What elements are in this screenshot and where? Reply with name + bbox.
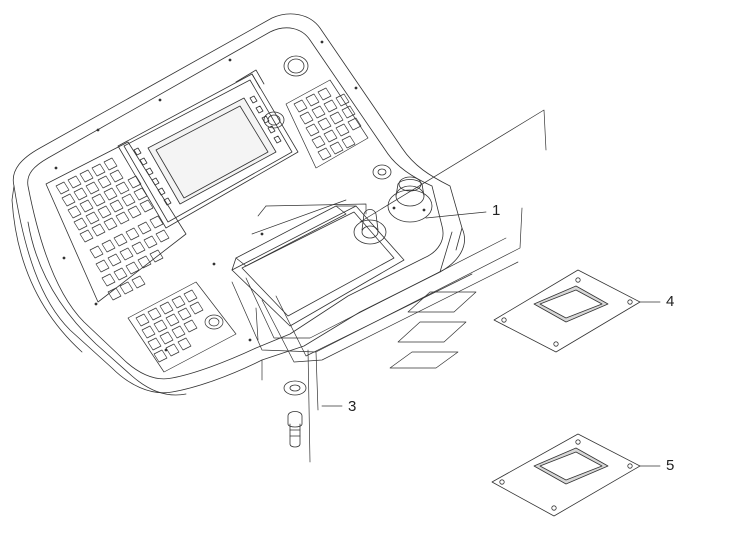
rotary-knob bbox=[263, 111, 285, 129]
control-knob bbox=[387, 176, 433, 223]
stop-button bbox=[283, 55, 309, 77]
cover-plate-4 bbox=[493, 269, 641, 353]
console-housing bbox=[11, 13, 465, 396]
joystick-tray bbox=[231, 205, 405, 327]
screw bbox=[287, 411, 303, 448]
joystick bbox=[353, 209, 387, 245]
lower-switch-panel bbox=[127, 281, 237, 373]
callout-5: 5 bbox=[666, 457, 675, 474]
callout-3: 3 bbox=[348, 398, 357, 415]
indicator-light bbox=[372, 164, 392, 180]
left-keypad-plate bbox=[45, 141, 187, 303]
exploded-projection-lines bbox=[231, 109, 547, 463]
cover-plate-5 bbox=[491, 433, 641, 517]
leader-lines bbox=[321, 211, 661, 467]
left-keypad-buttons bbox=[55, 157, 170, 301]
display-screen bbox=[117, 69, 299, 229]
right-keypad-buttons bbox=[285, 79, 369, 169]
housing-screws bbox=[54, 40, 426, 352]
washer bbox=[283, 380, 307, 396]
leader-line-1 bbox=[425, 211, 487, 219]
callout-4: 4 bbox=[666, 293, 675, 310]
callout-1: 1 bbox=[492, 202, 501, 219]
